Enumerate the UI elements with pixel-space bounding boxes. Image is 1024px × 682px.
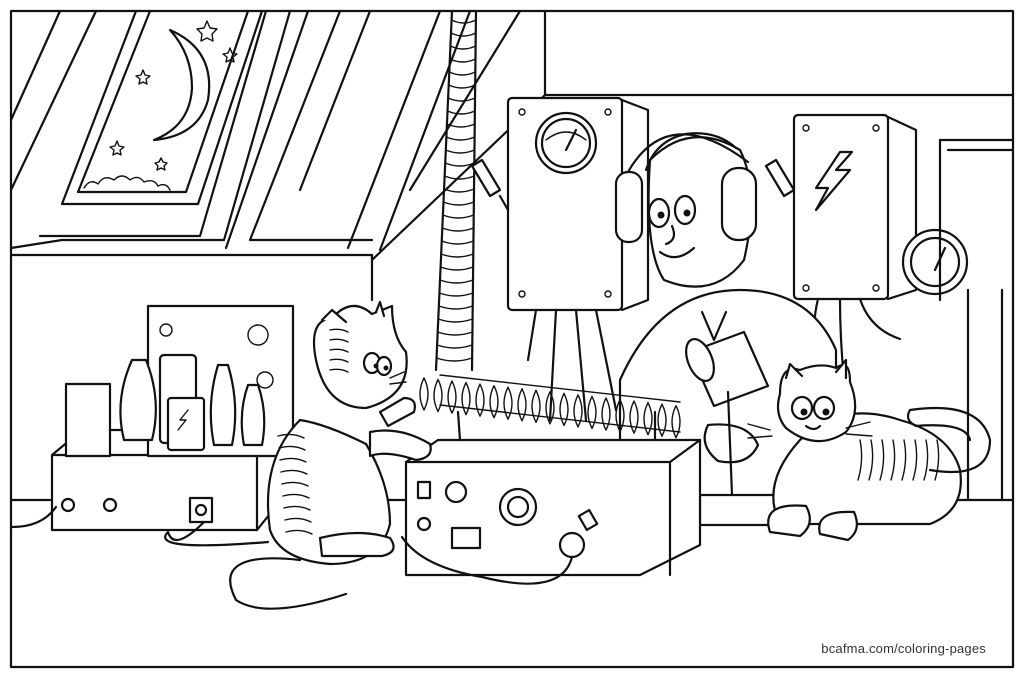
skylight-window bbox=[11, 11, 520, 250]
watermark-text: bcafma.com/coloring-pages bbox=[821, 641, 986, 656]
vacuum-tube-receiver bbox=[12, 306, 293, 545]
meter-box-left bbox=[472, 98, 648, 420]
crescent-moon-icon bbox=[154, 30, 209, 140]
cat-right bbox=[748, 360, 990, 540]
wall-cabinet bbox=[940, 140, 1013, 500]
ventilation-duct bbox=[436, 11, 476, 370]
stars-icon bbox=[110, 21, 237, 170]
meter-box-right bbox=[766, 115, 967, 379]
cat-left bbox=[230, 302, 431, 609]
microphone bbox=[681, 332, 778, 525]
page-border bbox=[11, 11, 1013, 667]
coil-transmitter bbox=[402, 375, 700, 584]
